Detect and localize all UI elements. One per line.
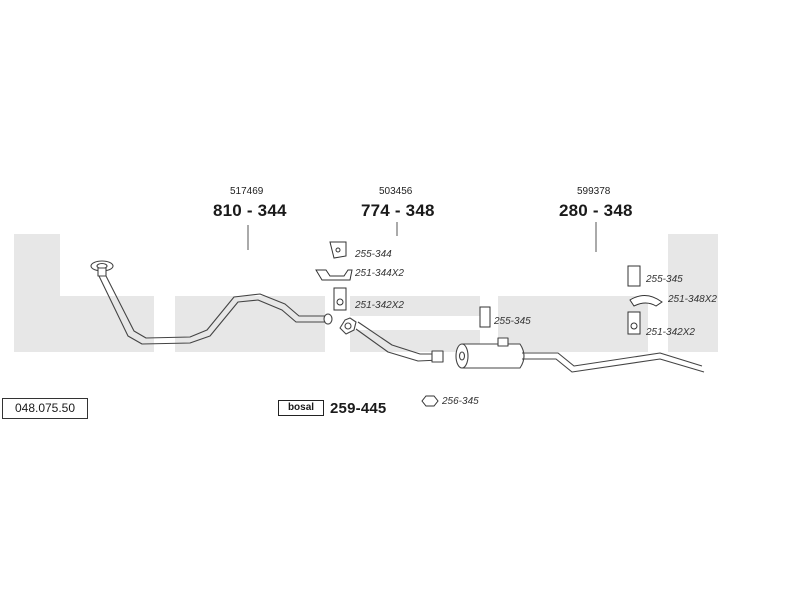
fitting-label: 251-342X2 [355,300,404,311]
fitting-label: 256-345 [442,396,479,407]
diagram-code: 048.075.50 [2,398,88,419]
part-number-rear-silencer: 280 - 348 [559,201,633,220]
fitting-label: 255-344 [355,249,392,260]
fitting-label: 255-345 [646,274,683,285]
kit-box-icon: bosal [278,400,324,416]
fitting-label: 255-345 [494,316,531,327]
front-pipe [90,260,333,345]
fitting-251-348-icon [629,295,663,307]
intermediate-pipe [339,317,444,363]
fitting-251-344-icon [315,269,353,281]
fitting-255-345-icon [479,306,491,328]
oem-number-rear-silencer: 599378 [577,186,611,197]
kit-part-number: 259-445 [330,400,387,417]
fitting-251-342-rear-hole-icon [630,322,638,330]
fitting-256-345-icon [421,395,439,407]
fitting-label: 251-348X2 [668,294,717,305]
fitting-label: 251-344X2 [355,268,404,279]
oem-number-front-pipe: 517469 [230,186,264,197]
rear-silencer [455,337,705,373]
fitting-255-344-hole-icon [335,247,341,253]
fitting-255-345-rear-icon [627,265,641,287]
part-number-intermediate-pipe: 774 - 348 [361,201,435,220]
fitting-label: 251-342X2 [646,327,695,338]
part-number-front-pipe: 810 - 344 [213,201,287,220]
fitting-251-342-hole-icon [336,298,344,306]
oem-number-intermediate-pipe: 503456 [379,186,413,197]
